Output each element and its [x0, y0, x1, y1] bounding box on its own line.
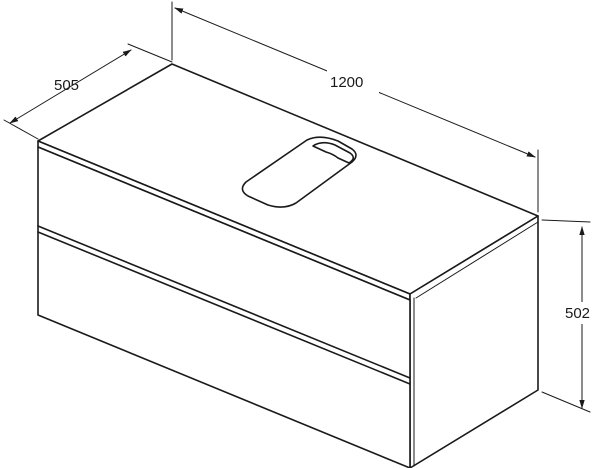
height-extension-line-bottom	[541, 391, 591, 413]
depth-extension-line-left	[3, 119, 39, 140]
drawer-divider-bottom	[37, 231, 411, 385]
height-extension-line-top	[541, 219, 591, 223]
depth-dimension-line	[9, 49, 132, 124]
height-label: 502	[565, 305, 590, 322]
width-label-bg	[327, 70, 379, 94]
width-dimension: 1200	[171, 1, 539, 213]
height-label-bg	[564, 302, 600, 324]
depth-extension-line-top	[127, 43, 173, 63]
depth-dimension: 505	[3, 43, 173, 140]
depth-label: 505	[54, 77, 79, 94]
height-dimension: 502	[541, 219, 600, 413]
drawer-divider-top	[37, 225, 411, 379]
side-panel-edge	[415, 221, 539, 299]
width-label: 1200	[330, 74, 363, 91]
cabinet	[37, 63, 539, 468]
